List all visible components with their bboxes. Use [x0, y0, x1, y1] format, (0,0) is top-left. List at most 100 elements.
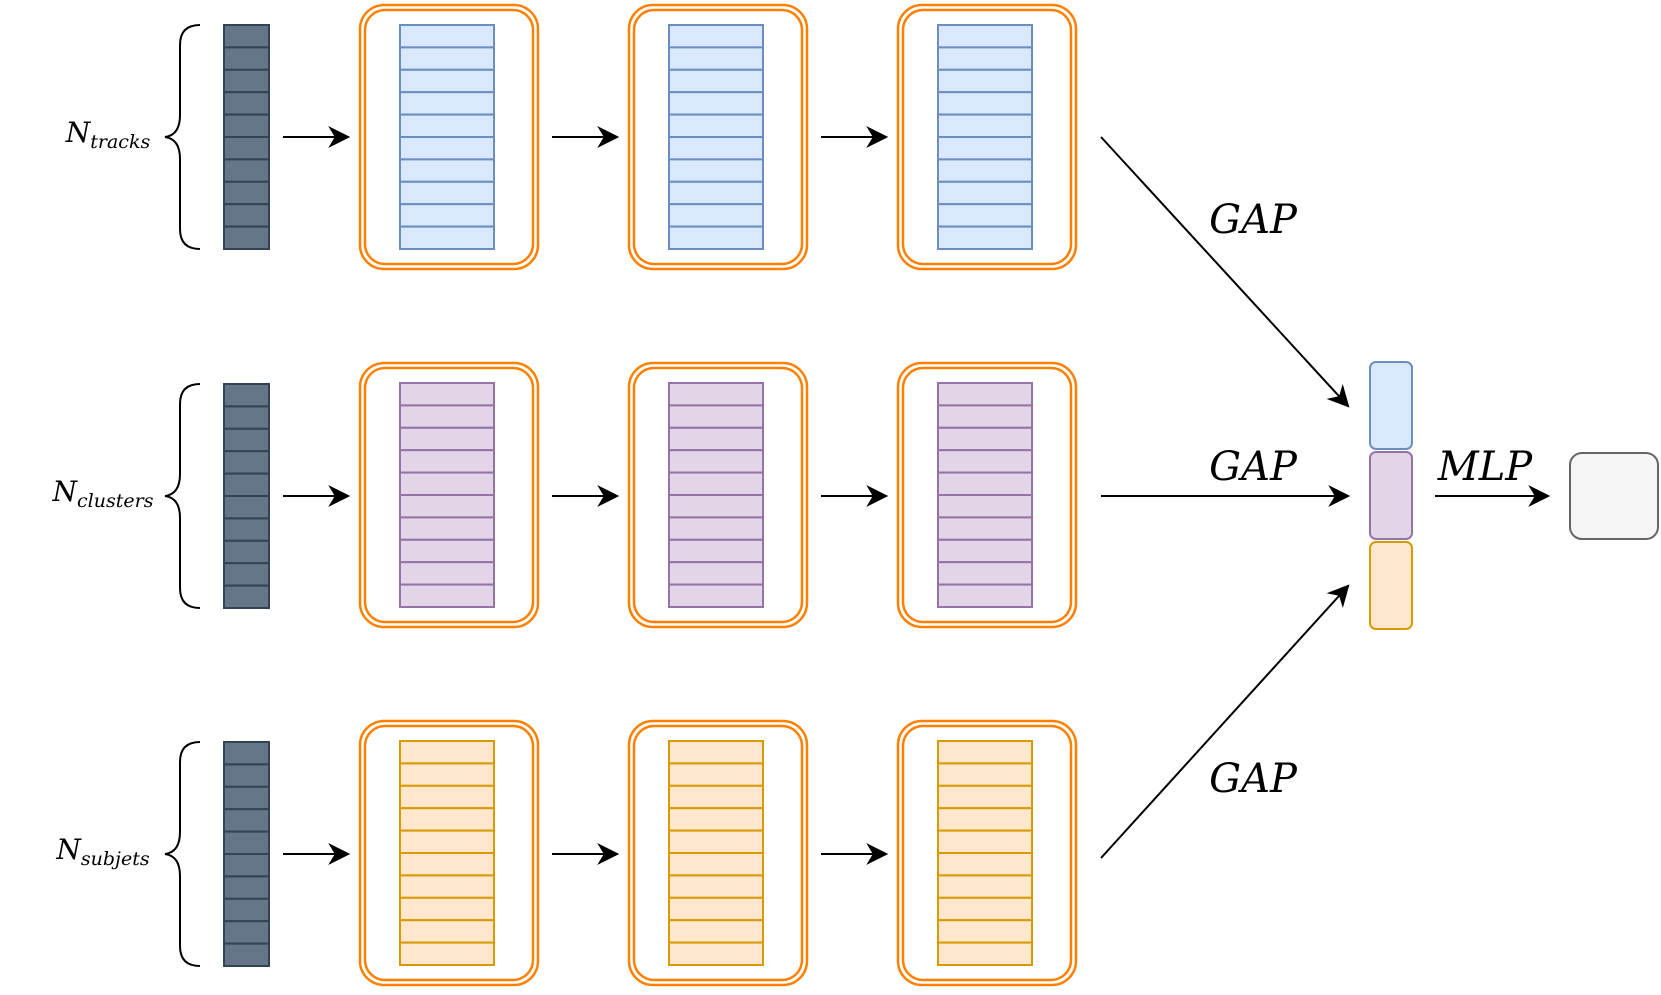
feature-cell [937, 46, 1033, 71]
feature-cell [668, 919, 764, 944]
input-cell [223, 875, 270, 900]
layer-block-tracks-1 [358, 3, 540, 271]
block-frame-inner [632, 366, 804, 624]
count-label-subscript: tracks [90, 131, 150, 153]
input-cell [223, 853, 270, 878]
input-cell [223, 741, 270, 766]
feature-cell [937, 449, 1033, 474]
feature-cell [668, 494, 764, 519]
brace-subjets [164, 741, 201, 967]
feature-cell [937, 762, 1033, 787]
feature-cell [668, 762, 764, 787]
feature-cell [668, 829, 764, 854]
block-frame-inner [363, 724, 535, 982]
feature-cell [668, 471, 764, 497]
block-frame-inner [632, 724, 804, 982]
feature-cell [399, 829, 495, 854]
input-cell [223, 180, 270, 206]
feature-cell [937, 225, 1033, 251]
feature-cell [937, 158, 1033, 183]
feature-cell [399, 784, 495, 810]
input-cell [223, 24, 270, 49]
block-frame-outer [627, 719, 809, 987]
count-label-subscript: subjets [81, 848, 150, 870]
feature-cell [668, 68, 764, 94]
block-frame-inner [901, 8, 1073, 266]
input-cell [223, 808, 270, 833]
feature-cell [399, 874, 495, 899]
feature-cell [937, 404, 1033, 429]
feature-cell [399, 516, 495, 541]
feature-cell [937, 919, 1033, 944]
input-cell [223, 450, 270, 475]
input-cell [223, 562, 270, 587]
feature-cell [668, 382, 764, 407]
block-frame-outer [896, 719, 1078, 987]
feature-cell [937, 896, 1033, 922]
feature-cell [668, 113, 764, 138]
feature-cell [937, 852, 1033, 877]
feature-cell [937, 561, 1033, 586]
layer-block-clusters-3 [896, 361, 1078, 629]
count-label-main: N [55, 833, 82, 866]
count-label-subscript: clusters [77, 490, 154, 512]
input-stack-subjets [223, 741, 270, 967]
feature-cell [399, 180, 495, 206]
feature-cell [668, 203, 764, 228]
input-cell [223, 427, 270, 453]
pooled-feature-tracks [1369, 361, 1413, 450]
block-frame-inner [901, 366, 1073, 624]
feature-cell [668, 426, 764, 452]
brace-tracks [164, 24, 201, 250]
input-cell [223, 405, 270, 430]
layer-block-subjets-1 [358, 719, 540, 987]
input-cell [223, 897, 270, 923]
feature-cell [399, 24, 495, 49]
count-label-tracks: Ntracks [65, 116, 151, 153]
feature-cell [399, 494, 495, 519]
feature-cell [668, 404, 764, 429]
block-frame-outer [358, 719, 540, 987]
block-frame-outer [627, 361, 809, 629]
count-label-main: N [65, 116, 92, 149]
input-cell [223, 830, 270, 855]
input-cell [223, 539, 270, 565]
input-stack-tracks [223, 24, 270, 251]
feature-cell [399, 807, 495, 832]
feature-cell [399, 471, 495, 497]
feature-cell [399, 68, 495, 94]
feature-cell [399, 561, 495, 586]
feature-cell [937, 136, 1033, 161]
pooled-feature-subjets [1369, 541, 1413, 630]
feature-cell [937, 426, 1033, 452]
feature-cell [668, 180, 764, 206]
input-cell [223, 113, 270, 138]
count-label-clusters: Nclusters [52, 475, 154, 512]
feature-cell [937, 740, 1033, 765]
feature-cell [399, 158, 495, 183]
feature-cell [399, 941, 495, 966]
feature-cell [937, 807, 1033, 832]
feature-cell [399, 583, 495, 608]
feature-cell [668, 538, 764, 564]
concatenated-features [1369, 361, 1413, 630]
feature-cell [399, 203, 495, 228]
feature-cell [399, 762, 495, 787]
feature-cell [399, 449, 495, 474]
feature-cell [668, 449, 764, 474]
feature-cell [937, 874, 1033, 899]
block-frame-inner [632, 8, 804, 266]
branch-tracks: Ntracks GAP [65, 3, 1350, 408]
block-frame-outer [358, 3, 540, 271]
input-cell [223, 785, 270, 811]
feature-cell [937, 471, 1033, 497]
feature-cell [668, 852, 764, 877]
feature-cell [937, 113, 1033, 138]
mlp-label: MLP [1437, 444, 1534, 490]
feature-cell [937, 941, 1033, 966]
feature-cell [668, 46, 764, 71]
input-cell [223, 942, 270, 967]
feature-cell [399, 225, 495, 251]
feature-cell [399, 896, 495, 922]
